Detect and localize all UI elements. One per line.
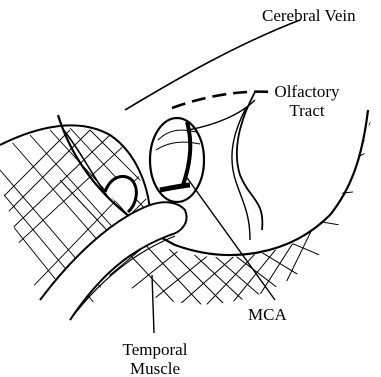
- mca-pointer: [185, 175, 275, 300]
- label-mca: MCA: [248, 305, 287, 324]
- label-olfactory-line1: Olfactory: [262, 82, 352, 101]
- temporal-pointer: [152, 275, 154, 333]
- label-cerebral-vein: Cerebral Vein: [262, 6, 356, 25]
- label-temporal-muscle: Temporal Muscle: [105, 340, 205, 377]
- label-olfactory-tract: Olfactory Tract: [262, 82, 352, 120]
- right-contour-outer: [237, 92, 263, 230]
- label-olfactory-line2: Tract: [262, 101, 352, 120]
- retractor-blade: [40, 202, 187, 320]
- label-temporal-line2: Muscle: [105, 359, 205, 377]
- dashed-brain-edge: [172, 92, 272, 108]
- label-temporal-line1: Temporal: [105, 340, 205, 359]
